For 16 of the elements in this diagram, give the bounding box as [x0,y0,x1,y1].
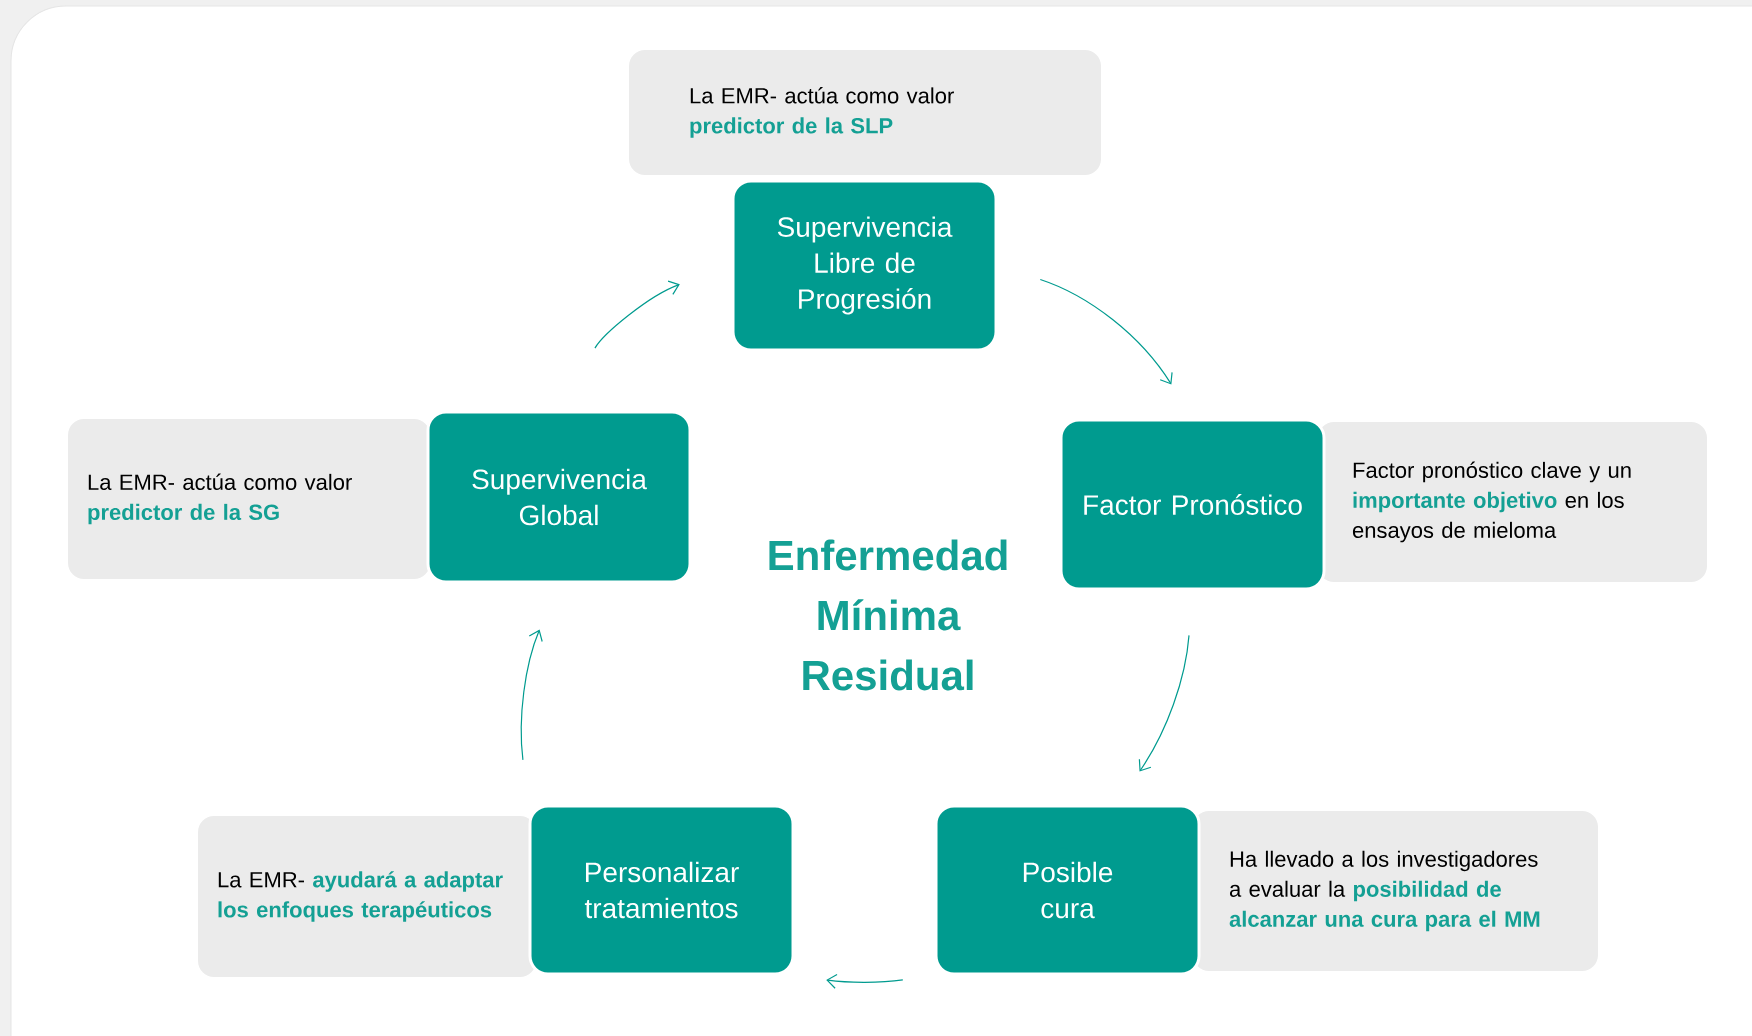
note-box: La EMR- actúa como valor predictor de la SLP [629,50,1101,175]
note-box: La EMR- actúa como valor predictor de la SG [68,419,430,579]
step-box: Supervivencia Libre de Progresión [731,179,998,352]
arrow [594,280,680,349]
arrow [520,629,543,761]
step-box: Posible cura [934,804,1201,976]
step-box: Supervivencia Global [426,410,692,584]
center-title: Enfermedad Mínima Residual [769,539,1007,691]
step-box: Factor Pronóstico [1059,418,1326,591]
arrow [826,973,904,989]
note-box: Factor pronóstico clave y un importante objetivo en los ensayos de mieloma [1318,422,1707,582]
arrow [1039,278,1173,385]
note-box: Ha llevado a los investigadores a evaluar la posibilidad de alcanzar una cura para el MM [1193,811,1598,971]
step-box: Personalizar tratamientos [528,804,795,976]
arrow [1138,634,1190,772]
note-box: La EMR- ayudará a adaptar los enfoques terapéuticos [198,816,536,977]
